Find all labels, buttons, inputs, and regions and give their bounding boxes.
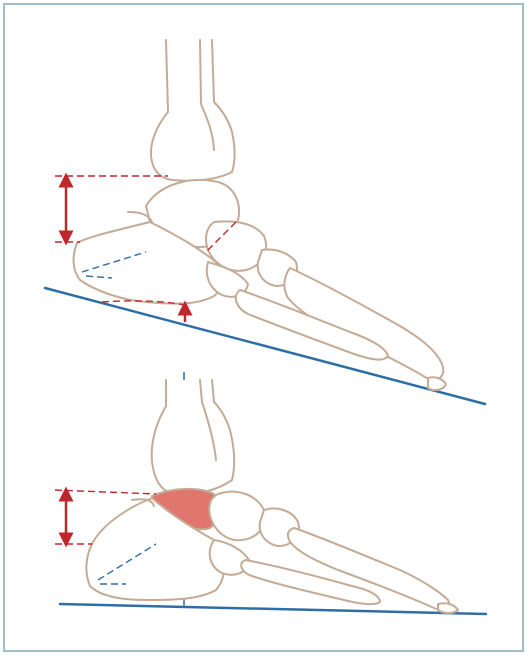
bottom-tibia <box>152 380 234 494</box>
bottom-height-dash-upper <box>55 490 156 494</box>
top-foot-figure <box>45 40 485 404</box>
bottom-foot-figure <box>55 372 486 614</box>
bottom-navicular <box>209 492 265 541</box>
bottom-toe-tip <box>438 603 458 613</box>
bottom-ground-line <box>60 604 486 614</box>
top-tibia <box>151 40 235 181</box>
top-toe-tip <box>428 377 446 390</box>
